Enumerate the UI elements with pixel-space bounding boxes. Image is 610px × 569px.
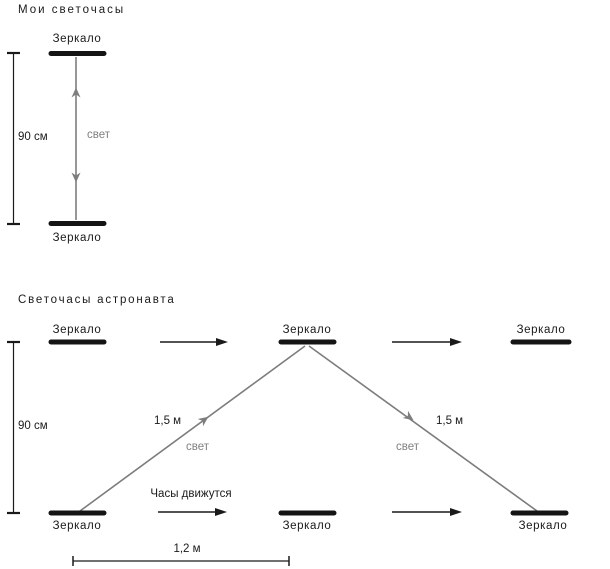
light-ray-upright-arrowhead-icon bbox=[197, 416, 209, 427]
astronaut-clock-dimension-line bbox=[7, 340, 20, 515]
my-clock-bottom-mirror-label: Зеркало bbox=[52, 232, 102, 244]
astronaut-bottom-mirror-label-2: Зеркало bbox=[282, 520, 332, 532]
light-ray-down-arrowhead-icon bbox=[71, 172, 81, 183]
astronaut-top-mirror-label-1: Зеркало bbox=[52, 324, 102, 336]
astronaut-top-mirror-label-2: Зеркало bbox=[282, 324, 332, 336]
base-distance-label: 1,2 м bbox=[173, 543, 201, 555]
clock-motion-label: Часы движутся bbox=[150, 488, 232, 500]
my-clock-height-label: 90 см bbox=[18, 131, 48, 143]
astronaut-light-label-left: свет bbox=[186, 441, 210, 453]
astronaut-bottom-mirror-label-3: Зеркало bbox=[518, 520, 568, 532]
astronaut-height-label: 90 см bbox=[18, 420, 48, 432]
light-ray-up-arrowhead-icon bbox=[71, 87, 81, 98]
astronaut-light-ray-right bbox=[308, 345, 538, 512]
astronaut-light-label-right: свет bbox=[396, 441, 420, 453]
light-ray-downright-arrowhead-icon bbox=[402, 410, 414, 421]
my-clock-light-label: свет bbox=[87, 129, 111, 141]
my-clock-title: Мои светочасы bbox=[18, 4, 126, 16]
astronaut-light-ray-left bbox=[79, 345, 306, 512]
astronaut-top-mirror-label-3: Зеркало bbox=[516, 324, 566, 336]
my-clock-top-mirror-label: Зеркало bbox=[52, 33, 102, 45]
astronaut-clock-title: Светочасы астронавта bbox=[18, 294, 176, 306]
base-distance-scale bbox=[72, 556, 290, 566]
my-clock-dimension-line bbox=[7, 51, 20, 226]
path-length-right-label: 1,5 м bbox=[436, 415, 464, 427]
path-length-left-label: 1,5 м bbox=[154, 415, 182, 427]
astronaut-bottom-mirror-label-1: Зеркало bbox=[52, 520, 102, 532]
